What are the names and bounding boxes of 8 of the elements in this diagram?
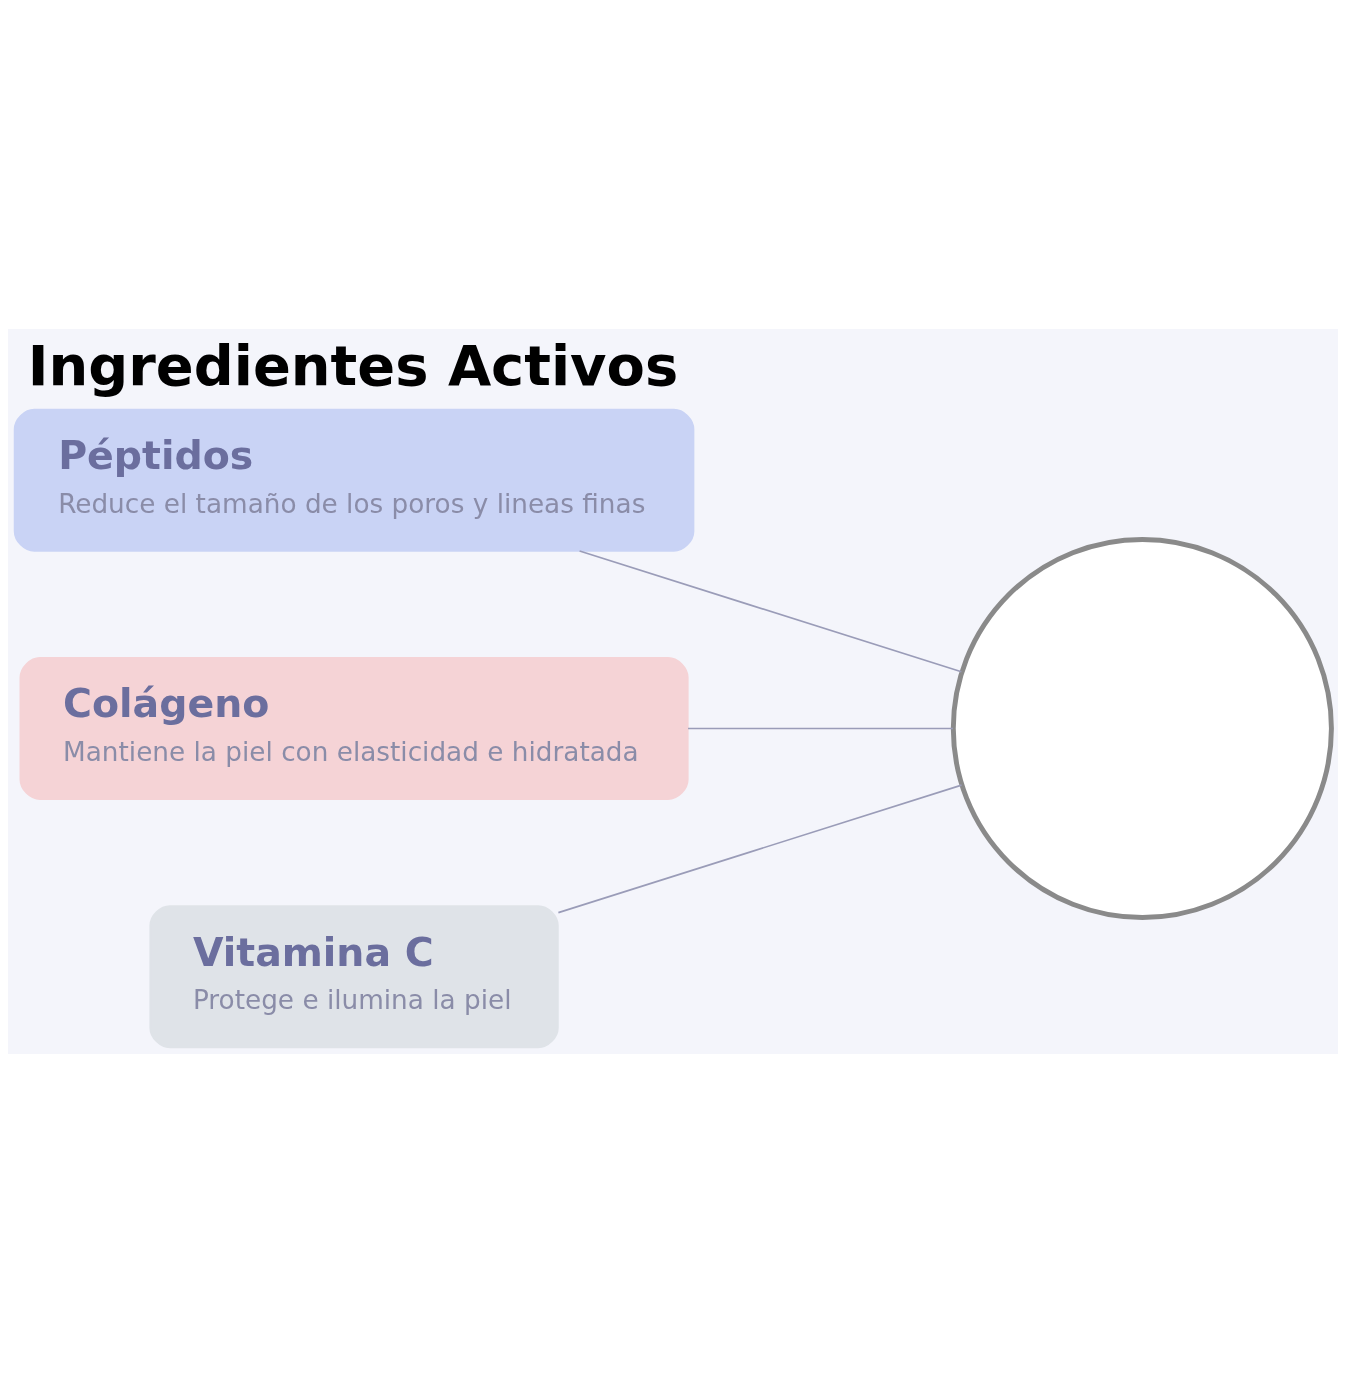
connector: [578, 549, 963, 673]
connector: [557, 783, 963, 913]
diagram-title: Ingredientes Activos: [27, 332, 679, 398]
node-box: Vitamina C Protege e ilumina la piel: [149, 904, 559, 1048]
node-box: Péptidos Reduce el tamaño de los poros y lineas finas: [13, 408, 695, 552]
node-box: Colágeno Mantiene la piel con elasticidad e hidratada: [19, 656, 689, 800]
node-circle: [950, 536, 1334, 920]
connector: [687, 727, 954, 729]
